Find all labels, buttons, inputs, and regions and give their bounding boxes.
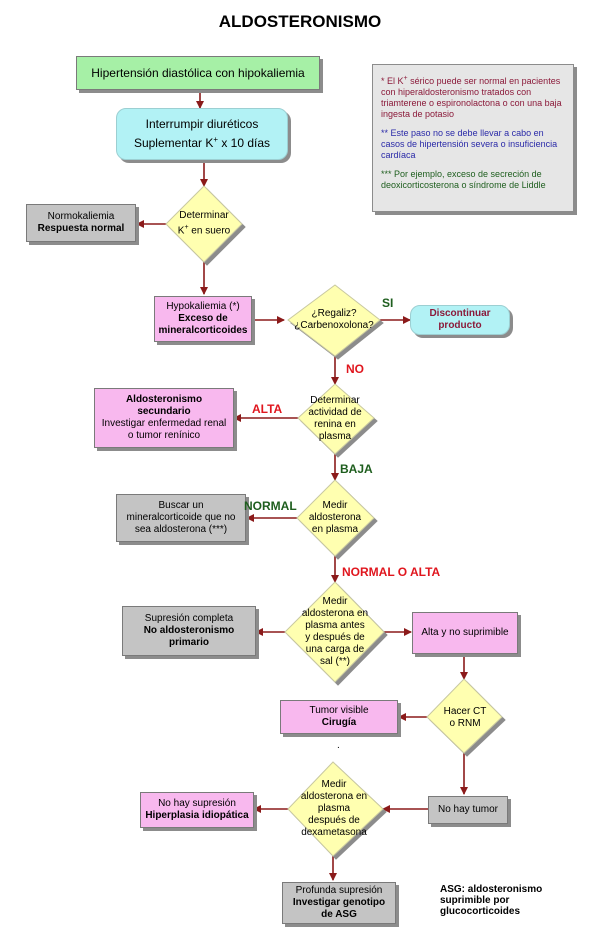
diamond-dexa	[287, 761, 384, 857]
hypokaliemia-box: Hypokaliemia (*) Exceso de mineralcortic…	[154, 296, 252, 342]
label-si: SI	[382, 296, 394, 310]
diamond-carga	[284, 581, 385, 683]
det-k-text: Determinar K+ en suero	[177, 210, 231, 237]
renina-text: Determinar actividad de renina en plasma	[308, 395, 362, 442]
stop-line-2: Suplementar K+ x 10 días	[133, 135, 271, 150]
notes-box: * El K+ sérico puede ser normal en pacie…	[372, 64, 574, 212]
discontinuar-box: Discontinuar producto	[410, 305, 510, 335]
start-box: Hipertensión diastólica con hipokaliemia	[76, 56, 320, 90]
stop-line-1: Interrumpir diuréticos	[145, 117, 259, 131]
label-alta: ALTA	[252, 402, 283, 416]
label-no: NO	[346, 362, 364, 376]
profunda-supresion-box: Profunda supresión Investigar genotipo d…	[282, 882, 396, 924]
ct-text: Hacer CT o RNM	[443, 706, 487, 729]
diamond-regaliz	[287, 284, 381, 357]
note-3: *** Por ejemplo, exceso de secreción de …	[381, 169, 546, 190]
page-title: ALDOSTERONISMO	[218, 12, 382, 31]
buscar-box: Buscar un mineralcorticoide que no sea a…	[116, 494, 246, 542]
start-text: Hipertensión diastólica con hipokaliemia	[91, 66, 305, 80]
diamond-ct	[426, 678, 503, 754]
alta-no-suprimible-box: Alta y no suprimible	[412, 612, 518, 654]
dexa-text: Medir aldosterona en plasma después de d…	[300, 779, 368, 838]
diamond-det-k	[165, 185, 243, 263]
note-1: * El K+ sérico puede ser normal en pacie…	[381, 75, 562, 119]
tumor-visible-box: Tumor visible Cirugía	[280, 700, 398, 734]
diamond-renina	[297, 383, 375, 455]
note-2: ** Este paso no se debe llevar a cabo en…	[381, 128, 558, 160]
diamond-medir	[296, 479, 375, 557]
connectors	[136, 92, 468, 881]
label-normal: NORMAL	[244, 499, 297, 513]
normokaliemia-box: Normokaliemia Respuesta normal	[26, 204, 136, 242]
label-normal-o-alta: NORMAL O ALTA	[342, 565, 441, 579]
decision-diamonds	[165, 185, 503, 857]
no-hay-supresion-box: No hay supresión Hiperplasia idiopática	[140, 792, 254, 828]
medir-text: Medir aldosterona en plasma	[308, 500, 362, 535]
asg-legend: ASG: aldosteronismo suprimible por gluco…	[440, 884, 543, 917]
carga-text: Medir aldosterona en plasma antes y desp…	[301, 596, 369, 667]
stop-diuretics-box: Interrumpir diuréticos Suplementar K+ x …	[116, 108, 288, 160]
supresion-completa-box: Supresión completa No aldosteronismo pri…	[122, 606, 256, 656]
no-hay-tumor-box: No hay tumor	[428, 796, 508, 824]
secundario-box: Aldosteronismo secundario Investigar enf…	[94, 388, 234, 448]
regaliz-text: ¿Regaliz? ¿Carbenoxolona?	[294, 308, 374, 331]
stray-dot: .	[337, 740, 340, 751]
label-baja: BAJA	[340, 462, 373, 476]
